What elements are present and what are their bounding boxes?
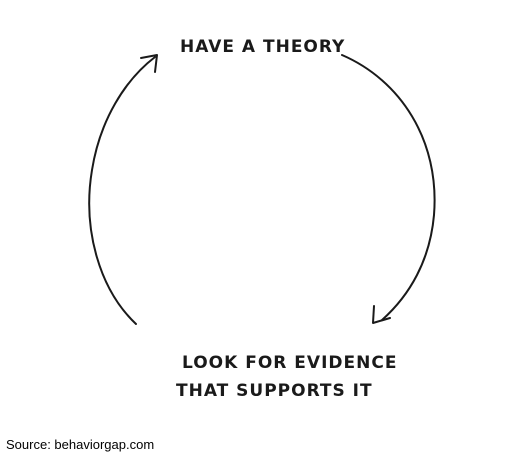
left-arc xyxy=(88,56,156,325)
top-label: HAVE A THEORY xyxy=(180,37,345,57)
left-arrowhead-icon xyxy=(140,54,158,73)
right-arc xyxy=(341,54,436,321)
right-arrowhead-icon xyxy=(372,305,391,324)
bottom-label-line1: LOOK FOR EVIDENCE xyxy=(182,353,397,373)
source-caption: Source: behaviorgap.com xyxy=(6,437,155,452)
bottom-label-line2: THAT SUPPORTS IT xyxy=(176,381,373,401)
